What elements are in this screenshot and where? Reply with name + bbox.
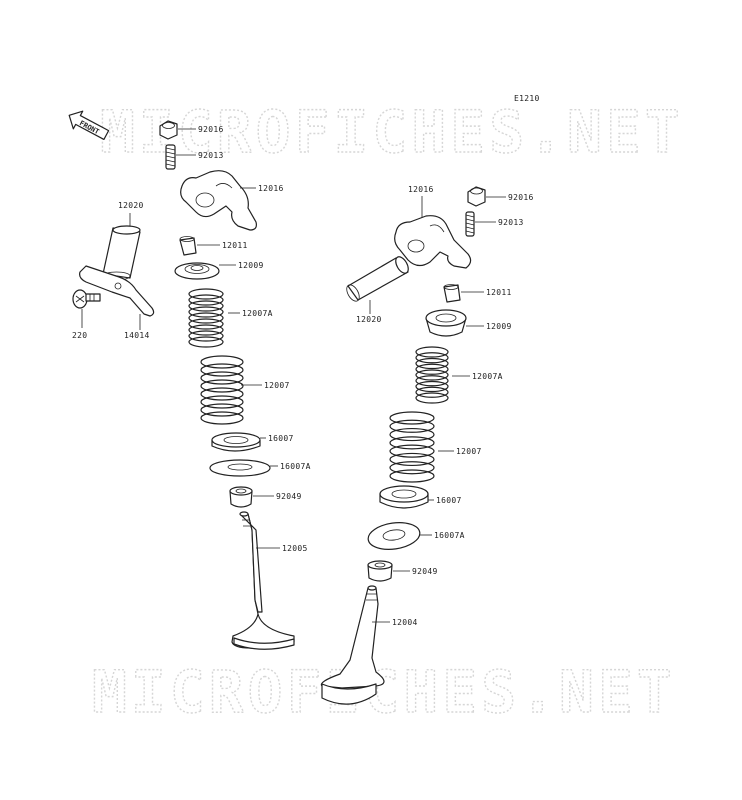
right-outer-spring-coil — [389, 469, 435, 483]
right-outer-spring-coil — [389, 411, 435, 425]
left-rocker-arm — [180, 170, 257, 231]
left-shaft-label: 12020 — [118, 201, 144, 210]
left-rocker-arm-label: 12016 — [258, 184, 284, 193]
right-stem-seal — [367, 560, 393, 582]
right-inner-spring-coil — [415, 352, 449, 364]
left-inner-spring-coil — [188, 318, 224, 330]
left-inner-spring-coil — [188, 306, 224, 318]
left-inner-spring — [188, 288, 224, 348]
left-outer-spring-coil — [200, 395, 244, 409]
left-adjust-screw — [165, 144, 176, 170]
watermark-bottom: MICROFICHES.NET — [92, 658, 676, 726]
right-inner-spring-coil — [415, 357, 449, 370]
right-nut — [467, 186, 486, 207]
left-inner-spring-coil — [188, 330, 224, 342]
right-inner-spring-coil — [415, 375, 449, 387]
left-valve — [231, 511, 295, 650]
right-spring-seat-label: 16007 — [436, 496, 462, 505]
left-adjust-screw-label: 92013 — [198, 151, 224, 160]
left-screw — [72, 289, 101, 309]
left-washer-label: 16007A — [280, 462, 311, 471]
left-retainer — [174, 262, 220, 280]
right-rocker-arm-label: 12016 — [408, 185, 434, 194]
left-nut-label: 92016 — [198, 125, 224, 134]
left-spring-seat — [211, 432, 261, 452]
left-inner-spring-coil — [188, 288, 224, 300]
left-outer-spring-coil — [200, 403, 244, 417]
right-cotter-label: 12011 — [486, 288, 512, 297]
left-shaft — [102, 225, 141, 281]
right-outer-spring-coil — [389, 419, 435, 433]
right-retainer — [425, 309, 467, 337]
left-outer-spring-coil — [200, 371, 244, 385]
right-outer-spring-coil — [389, 444, 435, 458]
right-valve — [320, 585, 385, 705]
left-inner-spring-coil — [188, 336, 224, 348]
left-cotter-label: 12011 — [222, 241, 248, 250]
right-inner-spring-coil — [415, 369, 449, 381]
left-spring-seat-label: 16007 — [268, 434, 294, 443]
right-washer — [367, 522, 421, 550]
left-screw-label: 220 — [72, 331, 87, 340]
left-bracket — [79, 265, 155, 317]
left-stem-seal — [229, 486, 253, 508]
left-nut — [159, 120, 178, 140]
right-outer-spring-label: 12007 — [456, 447, 482, 456]
right-inner-spring-coil — [415, 392, 449, 404]
right-inner-spring-label: 12007A — [472, 372, 503, 381]
left-inner-spring-coil — [188, 324, 224, 336]
left-inner-spring-coil — [188, 294, 224, 306]
right-shaft — [346, 256, 409, 302]
left-inner-spring-label: 12007A — [242, 309, 273, 318]
left-cotter — [179, 236, 197, 256]
watermark-top: MICROFICHES.NET — [100, 98, 684, 166]
right-rocker-arm — [394, 215, 472, 269]
left-inner-spring-coil — [188, 312, 224, 324]
right-outer-spring-coil — [389, 436, 435, 450]
right-nut-label: 92016 — [508, 193, 534, 202]
right-washer-label: 16007A — [434, 531, 465, 540]
right-outer-spring-coil — [389, 461, 435, 475]
left-washer — [209, 459, 271, 477]
left-outer-spring-coil — [200, 411, 244, 425]
left-outer-spring-coil — [200, 379, 244, 393]
right-inner-spring-coil — [415, 363, 449, 375]
left-outer-spring-coil — [200, 355, 244, 369]
right-spring-seat — [379, 485, 429, 509]
right-inner-spring — [415, 346, 449, 404]
right-inner-spring-coil — [415, 346, 449, 358]
diagram-code: E1210 — [514, 94, 540, 103]
right-stem-seal-label: 92049 — [412, 567, 438, 576]
left-outer-spring — [200, 355, 244, 425]
right-outer-spring — [389, 411, 435, 483]
left-valve-label: 12005 — [282, 544, 308, 553]
right-valve-label: 12004 — [392, 618, 418, 627]
right-inner-spring-coil — [415, 380, 449, 393]
left-inner-spring-coil — [188, 300, 224, 312]
left-outer-spring-coil — [200, 387, 244, 401]
right-cotter — [443, 284, 461, 303]
left-retainer-label: 12009 — [238, 261, 264, 270]
right-adjust-screw — [465, 211, 475, 237]
right-shaft-label: 12020 — [356, 315, 382, 324]
right-outer-spring-coil — [389, 452, 435, 467]
right-retainer-label: 12009 — [486, 322, 512, 331]
left-outer-spring-coil — [200, 363, 244, 377]
right-outer-spring-coil — [389, 427, 435, 442]
right-adjust-screw-label: 92013 — [498, 218, 524, 227]
left-bracket-label: 14014 — [124, 331, 150, 340]
left-stem-seal-label: 92049 — [276, 492, 302, 501]
left-outer-spring-label: 12007 — [264, 381, 290, 390]
right-inner-spring-coil — [415, 386, 449, 398]
